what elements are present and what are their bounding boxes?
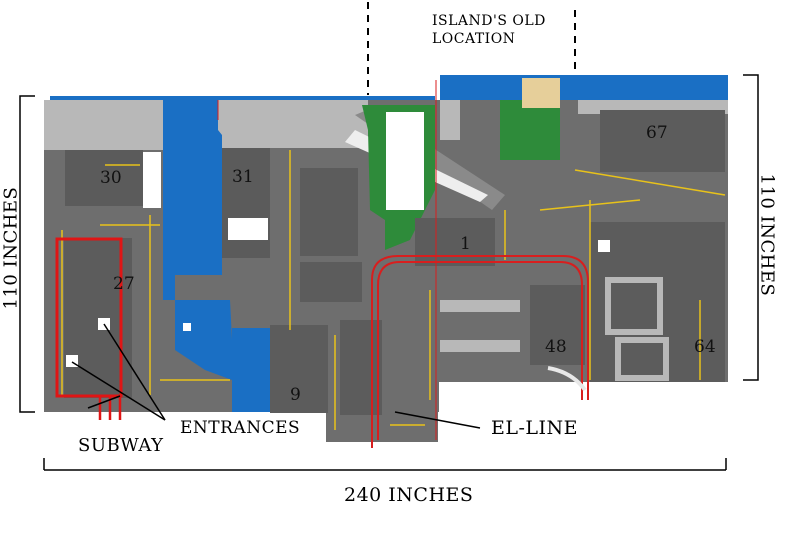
park-right-green	[500, 100, 560, 160]
width-bracket	[43, 458, 727, 471]
height-left-label: 110 INCHES	[0, 186, 22, 310]
block-1	[415, 218, 495, 266]
block-label-30: 30	[100, 168, 122, 188]
block-label-31: 31	[232, 167, 254, 187]
width-label: 240 INCHES	[344, 484, 474, 506]
block-9	[270, 325, 328, 413]
sidewalk-right	[440, 100, 460, 140]
block-label-48: 48	[545, 337, 567, 357]
block-30-white	[143, 152, 161, 208]
block-label-27: 27	[113, 274, 135, 294]
block-30	[65, 150, 143, 206]
island-old-location-label: ISLAND'S OLD LOCATION	[432, 12, 546, 48]
block-mid-left2	[300, 262, 362, 302]
height-left-bracket	[19, 95, 35, 413]
height-right-bracket	[743, 74, 759, 381]
island-label-line2: LOCATION	[432, 31, 516, 47]
pointer-lines	[71, 323, 481, 429]
canal-south	[232, 328, 272, 412]
subway-label: SUBWAY	[78, 435, 164, 456]
white-sq-1	[598, 240, 610, 252]
subway-box	[55, 237, 123, 398]
canal	[163, 100, 268, 412]
block-mid2	[340, 320, 382, 415]
block-31	[222, 148, 270, 258]
block-48-inner2	[440, 340, 520, 352]
block-label-1: 1	[460, 234, 471, 254]
block-right-square2	[615, 337, 669, 381]
island-label-line1: ISLAND'S OLD	[432, 13, 546, 29]
block-48-inner	[440, 300, 520, 312]
el-line-curve	[547, 366, 587, 392]
block-67	[600, 110, 725, 172]
sand-area	[522, 78, 560, 108]
block-31-white	[228, 218, 268, 240]
entrances-label: ENTRANCES	[180, 418, 301, 438]
el-line-label: EL-LINE	[491, 417, 579, 439]
sidewalk-top-mid	[218, 100, 368, 148]
lane-markings	[61, 150, 726, 430]
block-label-9: 9	[290, 385, 301, 405]
white-sq-2	[183, 323, 191, 331]
block-right-square1	[605, 277, 663, 335]
park-white	[386, 112, 424, 210]
el-line-track	[371, 255, 589, 448]
block-label-67: 67	[646, 123, 668, 143]
block-label-64: 64	[694, 337, 716, 357]
height-right-label: 110 INCHES	[756, 173, 778, 297]
sidewalk-top-left	[44, 100, 164, 150]
block-48	[530, 285, 585, 365]
block-mid-left	[300, 168, 358, 256]
